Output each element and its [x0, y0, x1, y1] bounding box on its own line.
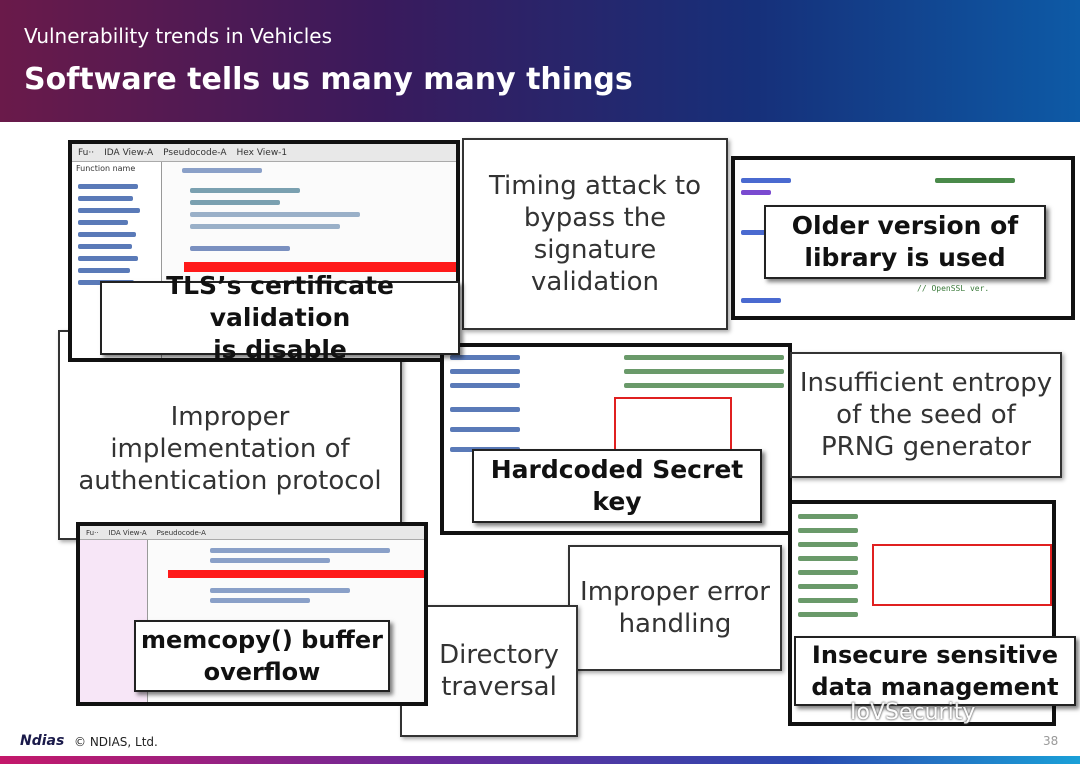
ida-tab-functions: Fu··: [78, 147, 95, 158]
older-library-label: Older version of library is used: [764, 205, 1046, 279]
insecure-data-label: Insecure sensitive data management: [794, 636, 1076, 706]
auth-protocol-text: Improper implementation of authenticatio…: [78, 402, 382, 496]
ida-tab-pseudocode: Pseudocode-A: [163, 147, 227, 158]
slide-subtitle: Vulnerability trends in Vehicles: [24, 24, 333, 48]
page-number: 38: [1043, 734, 1059, 748]
memcopy-label: memcopy() buffer overflow: [134, 620, 390, 692]
tls-label: TLS’s certificate validation is disable: [100, 271, 460, 364]
error-handling-box: Improper error handling: [568, 545, 782, 671]
ida-tab-functions-2: Fu··: [86, 528, 99, 537]
insecure-data-label-text: Insecure sensitive data management: [811, 641, 1059, 701]
older-library-label-text: Older version of library is used: [791, 211, 1019, 272]
ida-tab-view: IDA View-A: [104, 147, 154, 158]
ida-tabbar-2: Fu·· IDA View-A Pseudocode-A: [80, 526, 424, 540]
hardcoded-key-label: Hardcoded Secret key: [472, 449, 762, 523]
directory-traversal-text: Directory traversal: [439, 640, 559, 702]
ida-tab-hex: Hex View-1: [236, 147, 288, 158]
slide-title: Software tells us many many things: [24, 62, 633, 97]
tls-label-text: TLS’s certificate validation is disable: [166, 271, 394, 364]
timing-attack-text: Timing attack to bypass the signature va…: [488, 171, 702, 297]
hardcoded-key-label-text: Hardcoded Secret key: [490, 455, 744, 516]
entropy-box: Insufficient entropy of the seed of PRNG…: [790, 352, 1062, 478]
entropy-text: Insufficient entropy of the seed of PRNG…: [799, 368, 1053, 462]
function-name-header: Function name: [76, 164, 136, 173]
ida-tab-view-2: IDA View-A: [108, 528, 147, 537]
slide-header: Vulnerability trends in Vehicles Softwar…: [0, 0, 1080, 122]
ida-tabbar: Fu·· IDA View-A Pseudocode-A Hex View-1: [72, 144, 456, 162]
ndias-logo: Ndias: [20, 733, 65, 749]
auth-protocol-box: Improper implementation of authenticatio…: [58, 330, 402, 540]
directory-traversal-box: Directory traversal: [400, 605, 578, 737]
ida-tab-pseudocode-2: Pseudocode-A: [156, 528, 206, 537]
openssl-comment: // OpenSSL ver.: [917, 284, 990, 293]
memcopy-label-text: memcopy() buffer overflow: [141, 626, 383, 686]
error-handling-text: Improper error handling: [580, 577, 770, 639]
footer-gradient-bar: [0, 756, 1080, 764]
watermark: IoVSecurity: [850, 700, 976, 725]
timing-attack-box: Timing attack to bypass the signature va…: [462, 138, 728, 330]
copyright-text: © NDIAS, Ltd.: [74, 735, 158, 749]
